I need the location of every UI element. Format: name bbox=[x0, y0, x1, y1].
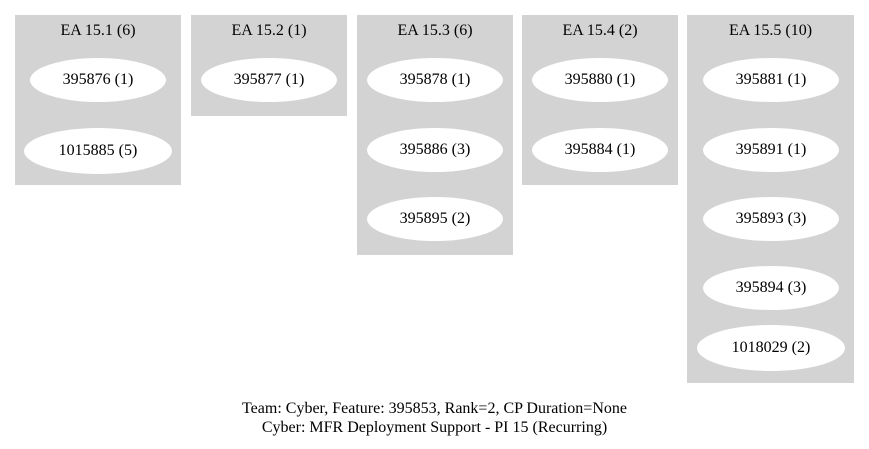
node-395886: 395886 (3) bbox=[367, 128, 503, 172]
node-395894: 395894 (3) bbox=[703, 266, 839, 310]
cluster-ea-15-2: EA 15.2 (1) 395877 (1) bbox=[191, 15, 347, 116]
cluster-title: EA 15.3 (6) bbox=[397, 22, 473, 39]
cluster-title: EA 15.1 (6) bbox=[60, 22, 136, 39]
node-1018029: 1018029 (2) bbox=[697, 325, 845, 371]
cluster-title: EA 15.2 (1) bbox=[231, 22, 307, 39]
graph-caption-line-2: Cyber: MFR Deployment Support - PI 15 (R… bbox=[261, 419, 608, 436]
node-395893: 395893 (3) bbox=[703, 197, 839, 241]
cluster-ea-15-1: EA 15.1 (6) 395876 (1) 1015885 (5) bbox=[15, 15, 181, 185]
node-395878: 395878 (1) bbox=[367, 58, 503, 102]
cluster-ea-15-3: EA 15.3 (6) 395878 (1) 395886 (3) 395895… bbox=[357, 15, 513, 255]
node-395895: 395895 (2) bbox=[367, 197, 503, 241]
node-395877: 395877 (1) bbox=[201, 58, 337, 102]
cluster-title: EA 15.4 (2) bbox=[562, 22, 638, 39]
node-395884: 395884 (1) bbox=[532, 128, 668, 172]
cluster-ea-15-5: EA 15.5 (10) 395881 (1) 395891 (1) 39589… bbox=[687, 15, 854, 383]
node-395881: 395881 (1) bbox=[703, 58, 839, 102]
cluster-title: EA 15.5 (10) bbox=[728, 22, 813, 39]
node-395876: 395876 (1) bbox=[30, 58, 166, 102]
node-1015885: 1015885 (5) bbox=[24, 128, 172, 174]
node-395891: 395891 (1) bbox=[703, 128, 839, 172]
cluster-ea-15-4: EA 15.4 (2) 395880 (1) 395884 (1) bbox=[522, 15, 678, 185]
graph-caption-line-1: Team: Cyber, Feature: 395853, Rank=2, CP… bbox=[242, 400, 627, 417]
node-395880: 395880 (1) bbox=[532, 58, 668, 102]
